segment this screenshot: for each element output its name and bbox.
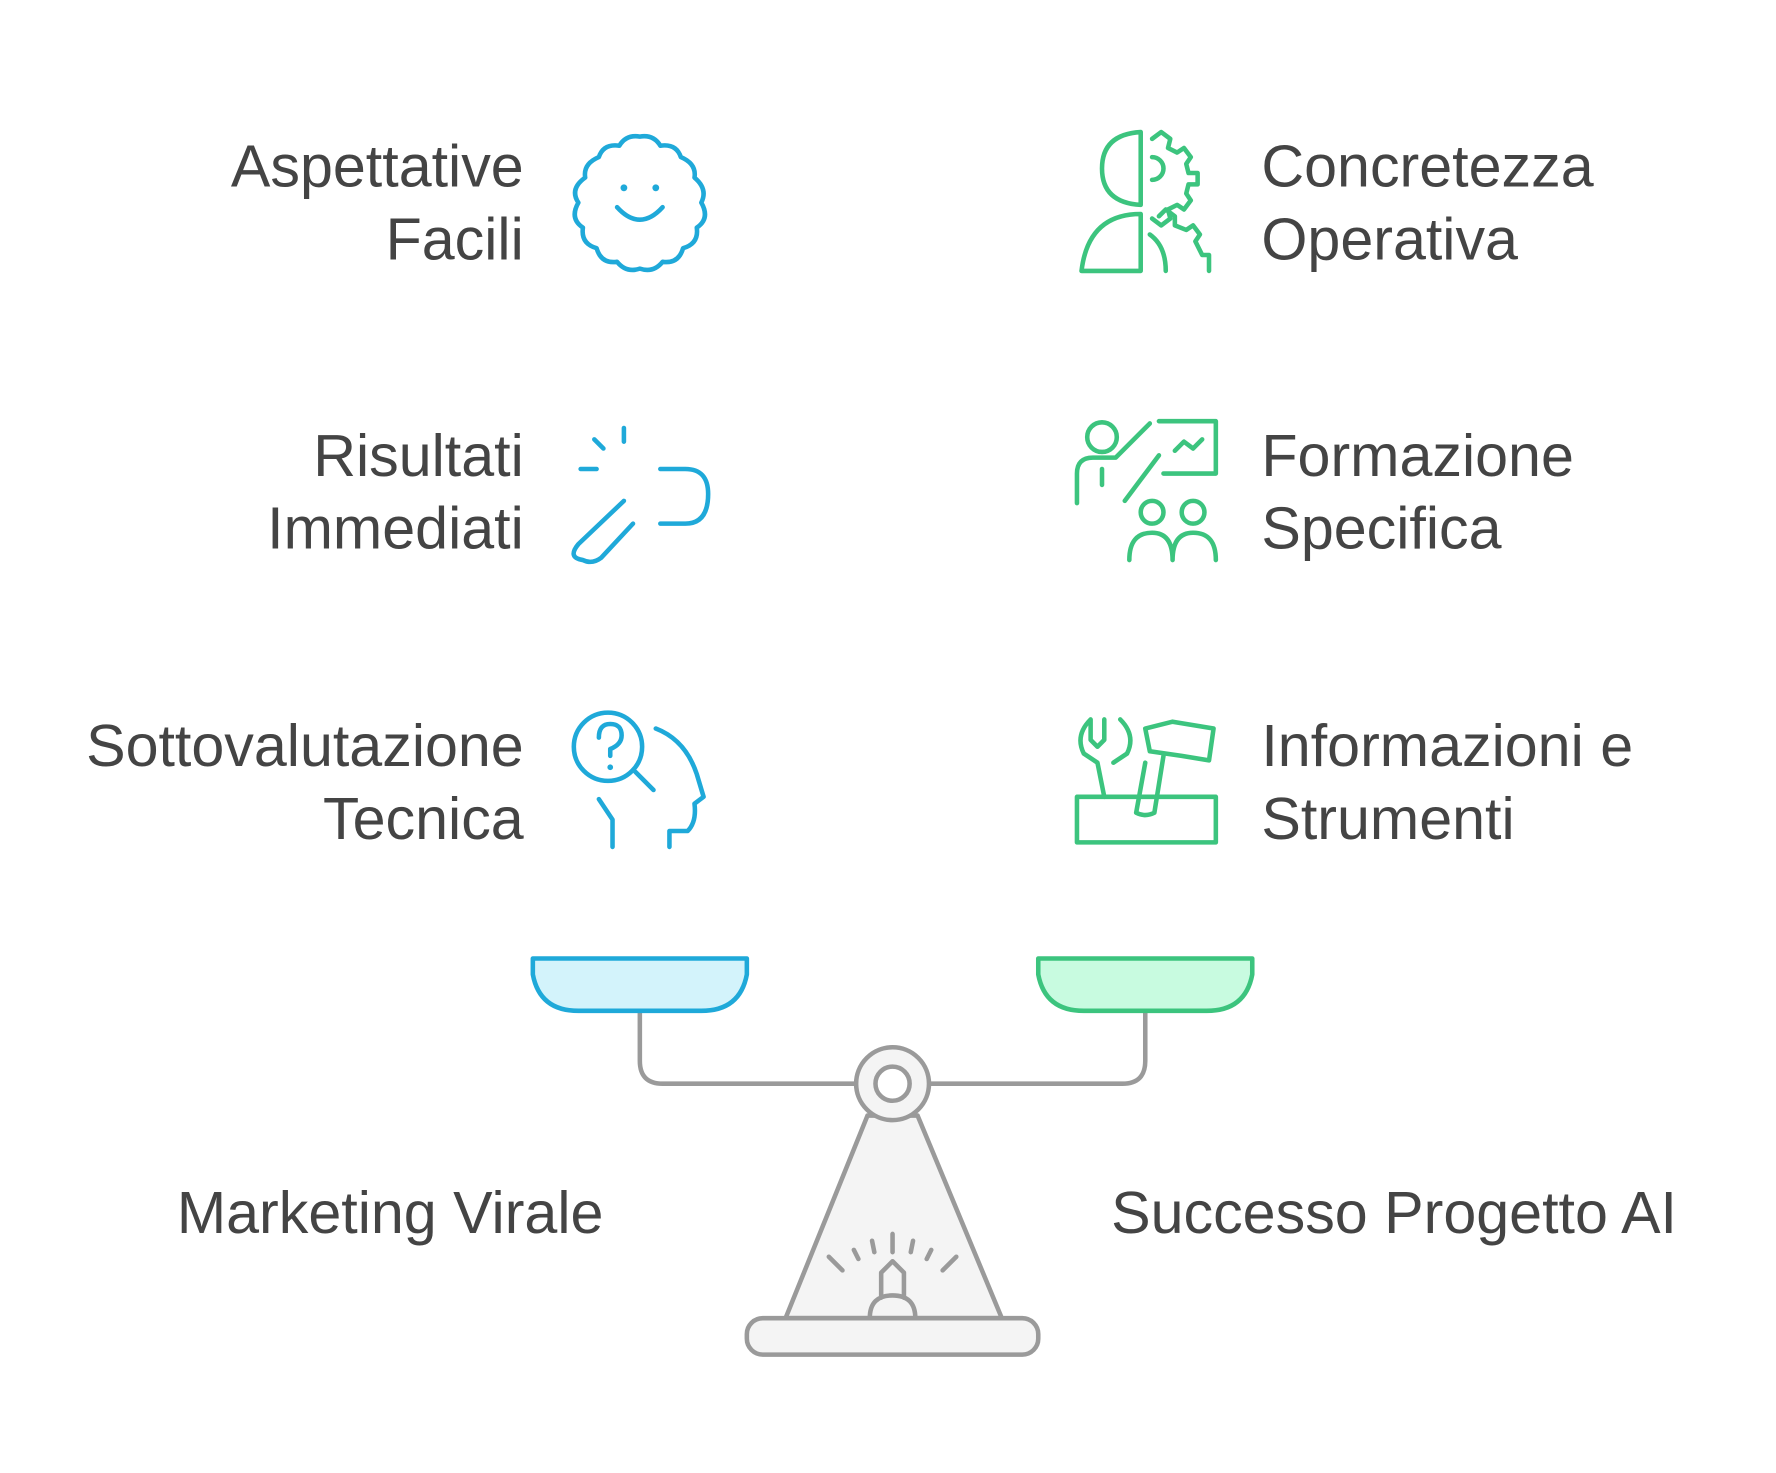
- left-item-2-line2: Immediati: [267, 495, 524, 562]
- teacher-board-icon: [1074, 418, 1219, 563]
- scale-base: [744, 1315, 1041, 1357]
- left-item-1-line2: Facili: [386, 206, 524, 273]
- toolbox-icon: [1074, 717, 1219, 845]
- smiling-face-icon: [572, 133, 708, 273]
- balance-scale: [530, 956, 1255, 1357]
- left-pan: [530, 956, 750, 1014]
- right-item-1-line2: Operativa: [1261, 206, 1518, 273]
- left-item-2-line1: Risultati: [313, 422, 524, 489]
- left-item-3-line2: Tecnica: [323, 785, 524, 852]
- right-item-1-line1: Concretezza: [1261, 133, 1593, 200]
- scale-beam: [637, 1008, 1148, 1086]
- left-summary-label: Marketing Virale: [177, 1179, 604, 1246]
- spark-icon: [826, 1231, 959, 1321]
- broken-link-icon: [571, 425, 711, 565]
- right-item-2-line2: Specifica: [1261, 495, 1501, 562]
- head-gear-icon: [1079, 129, 1212, 274]
- right-item-2-line1: Formazione: [1261, 422, 1574, 489]
- left-item-1-line1: Aspettative: [231, 133, 524, 200]
- head-question-icon: [571, 710, 706, 850]
- right-summary-label: Successo Progetto AI: [1111, 1179, 1677, 1246]
- scale-stand: [783, 1113, 1005, 1321]
- right-pan: [1035, 956, 1255, 1014]
- right-item-3-line2: Strumenti: [1261, 785, 1514, 852]
- right-item-3-line1: Informazioni e: [1261, 712, 1633, 779]
- left-item-3-line1: Sottovalutazione: [86, 712, 524, 779]
